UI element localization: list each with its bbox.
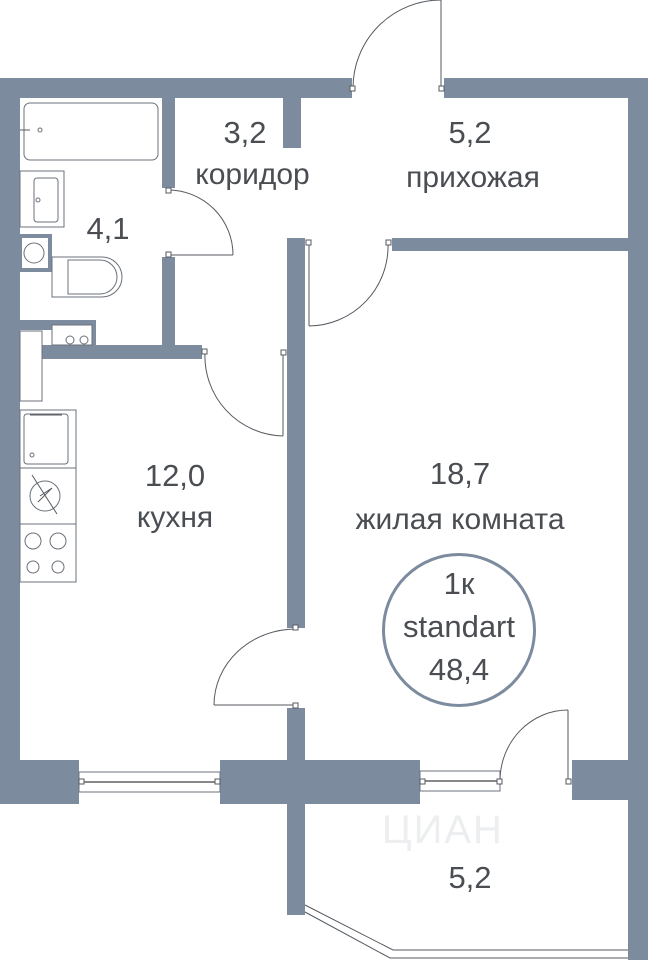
kitchen-area: 12,0 xyxy=(144,458,206,493)
living-room-area: 18,7 xyxy=(429,456,491,491)
badge-rooms: 1к xyxy=(443,566,475,601)
corridor-name: коридор xyxy=(195,158,310,191)
badge-series: standart xyxy=(402,609,515,644)
balcony-area: 5,2 xyxy=(448,860,492,895)
windows xyxy=(78,770,628,959)
kitchen-name: кухня xyxy=(136,501,214,534)
living-room-name: жилая комната xyxy=(355,503,565,536)
bathroom-area: 4,1 xyxy=(86,211,130,246)
fixtures xyxy=(18,102,159,583)
corridor-area: 3,2 xyxy=(223,115,267,150)
badge-total-area: 48,4 xyxy=(428,652,490,687)
doors xyxy=(165,0,572,785)
hallway-area: 5,2 xyxy=(448,115,492,150)
apartment-type-badge: 1к standart 48,4 xyxy=(382,553,536,707)
hallway-name: прихожая xyxy=(406,161,540,194)
watermark: ЦИАН xyxy=(382,808,504,852)
